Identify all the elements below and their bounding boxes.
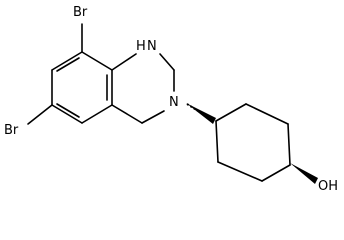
double-bond <box>56 103 80 118</box>
bond <box>261 164 291 182</box>
bond <box>81 51 113 71</box>
bond <box>215 120 219 163</box>
atom-label-oh: OH <box>318 179 338 194</box>
bond <box>141 110 165 124</box>
atom-label-br-left: Br <box>4 123 19 138</box>
bond <box>111 104 143 124</box>
atom-label-nh-h: H <box>136 39 146 54</box>
molecule-canvas: Br Br H N N OH <box>4 5 338 194</box>
cyclohexane-ring <box>215 103 291 182</box>
structure-diagram: Br Br H N N OH <box>4 5 338 194</box>
atom-label-nh-n: N <box>147 39 157 54</box>
bond <box>81 104 113 124</box>
bond <box>245 103 289 125</box>
bond <box>217 161 263 182</box>
bond <box>287 123 291 166</box>
dihydroquinazoline-ring <box>111 53 175 124</box>
benzene-ring <box>51 51 113 124</box>
bond <box>159 53 175 71</box>
bond <box>215 103 247 122</box>
double-bond <box>56 57 80 72</box>
bond <box>51 104 83 124</box>
wedge-bond-oh <box>290 163 318 184</box>
bond <box>51 51 83 71</box>
bond <box>111 53 137 71</box>
hashed-bond <box>186 103 215 122</box>
bond-to-br-left <box>27 104 53 125</box>
atom-label-br-top: Br <box>73 5 88 20</box>
atom-label-n: N <box>169 95 179 110</box>
